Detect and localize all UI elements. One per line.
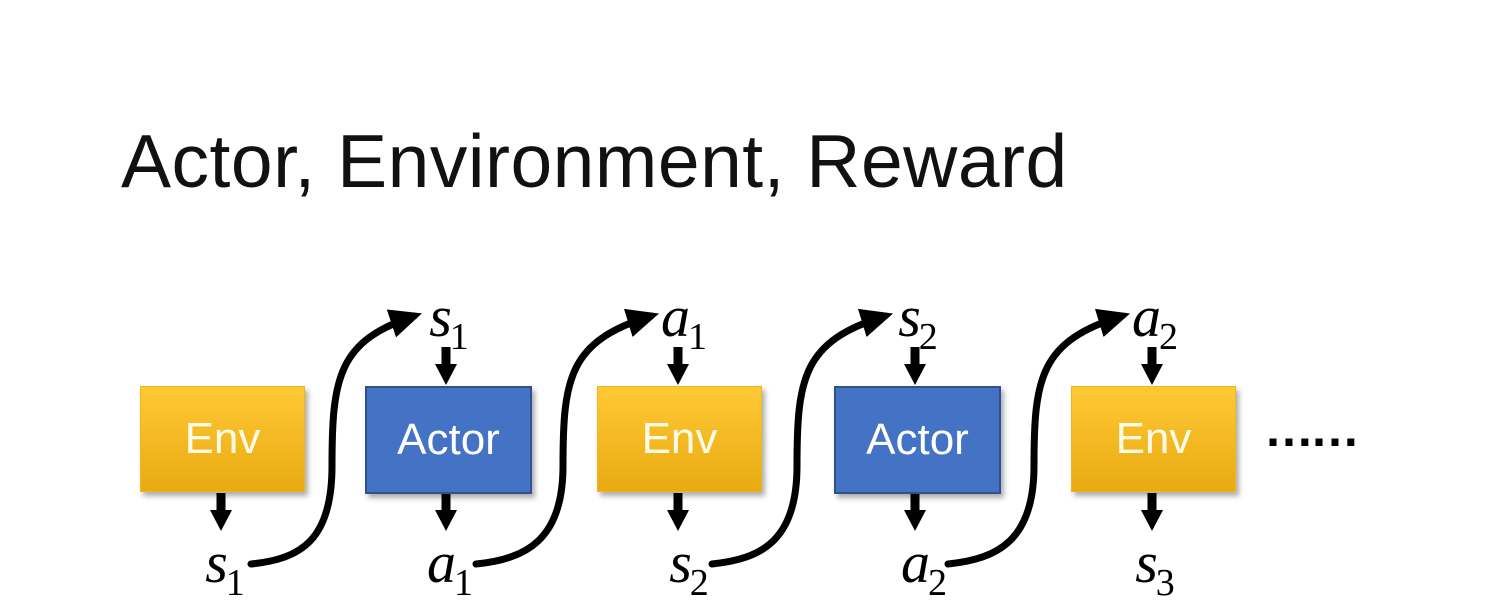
curved-arrow-icon [247, 308, 1131, 568]
slide-title: Actor, Environment, Reward [121, 119, 1068, 203]
box-label: Actor [866, 415, 969, 464]
top-label-a2: a2 [1132, 284, 1178, 358]
bottom-label-s1: s1 [205, 530, 245, 604]
actor-box-1: Actor [365, 386, 532, 494]
box-label: Actor [397, 415, 500, 464]
top-label-s1: s1 [429, 284, 469, 358]
bottom-label-a2: a2 [901, 530, 947, 604]
top-label-a1: a1 [661, 284, 707, 358]
actor-box-2: Actor [834, 386, 1001, 494]
top-label-s2: s2 [898, 284, 938, 358]
env-box-1: Env [140, 386, 305, 492]
env-box-2: Env [597, 386, 762, 492]
bottom-label-s2: s2 [669, 530, 709, 604]
down-arrow-icon [210, 493, 1163, 531]
continuation-ellipsis: …… [1264, 401, 1360, 457]
box-label: Env [1115, 414, 1192, 463]
bottom-label-s3: s3 [1135, 530, 1175, 604]
box-label: Env [184, 414, 261, 463]
down-arrow-icon [435, 347, 1163, 385]
box-label: Env [641, 414, 718, 463]
bottom-label-a1: a1 [427, 530, 473, 604]
env-box-3: Env [1071, 386, 1236, 492]
